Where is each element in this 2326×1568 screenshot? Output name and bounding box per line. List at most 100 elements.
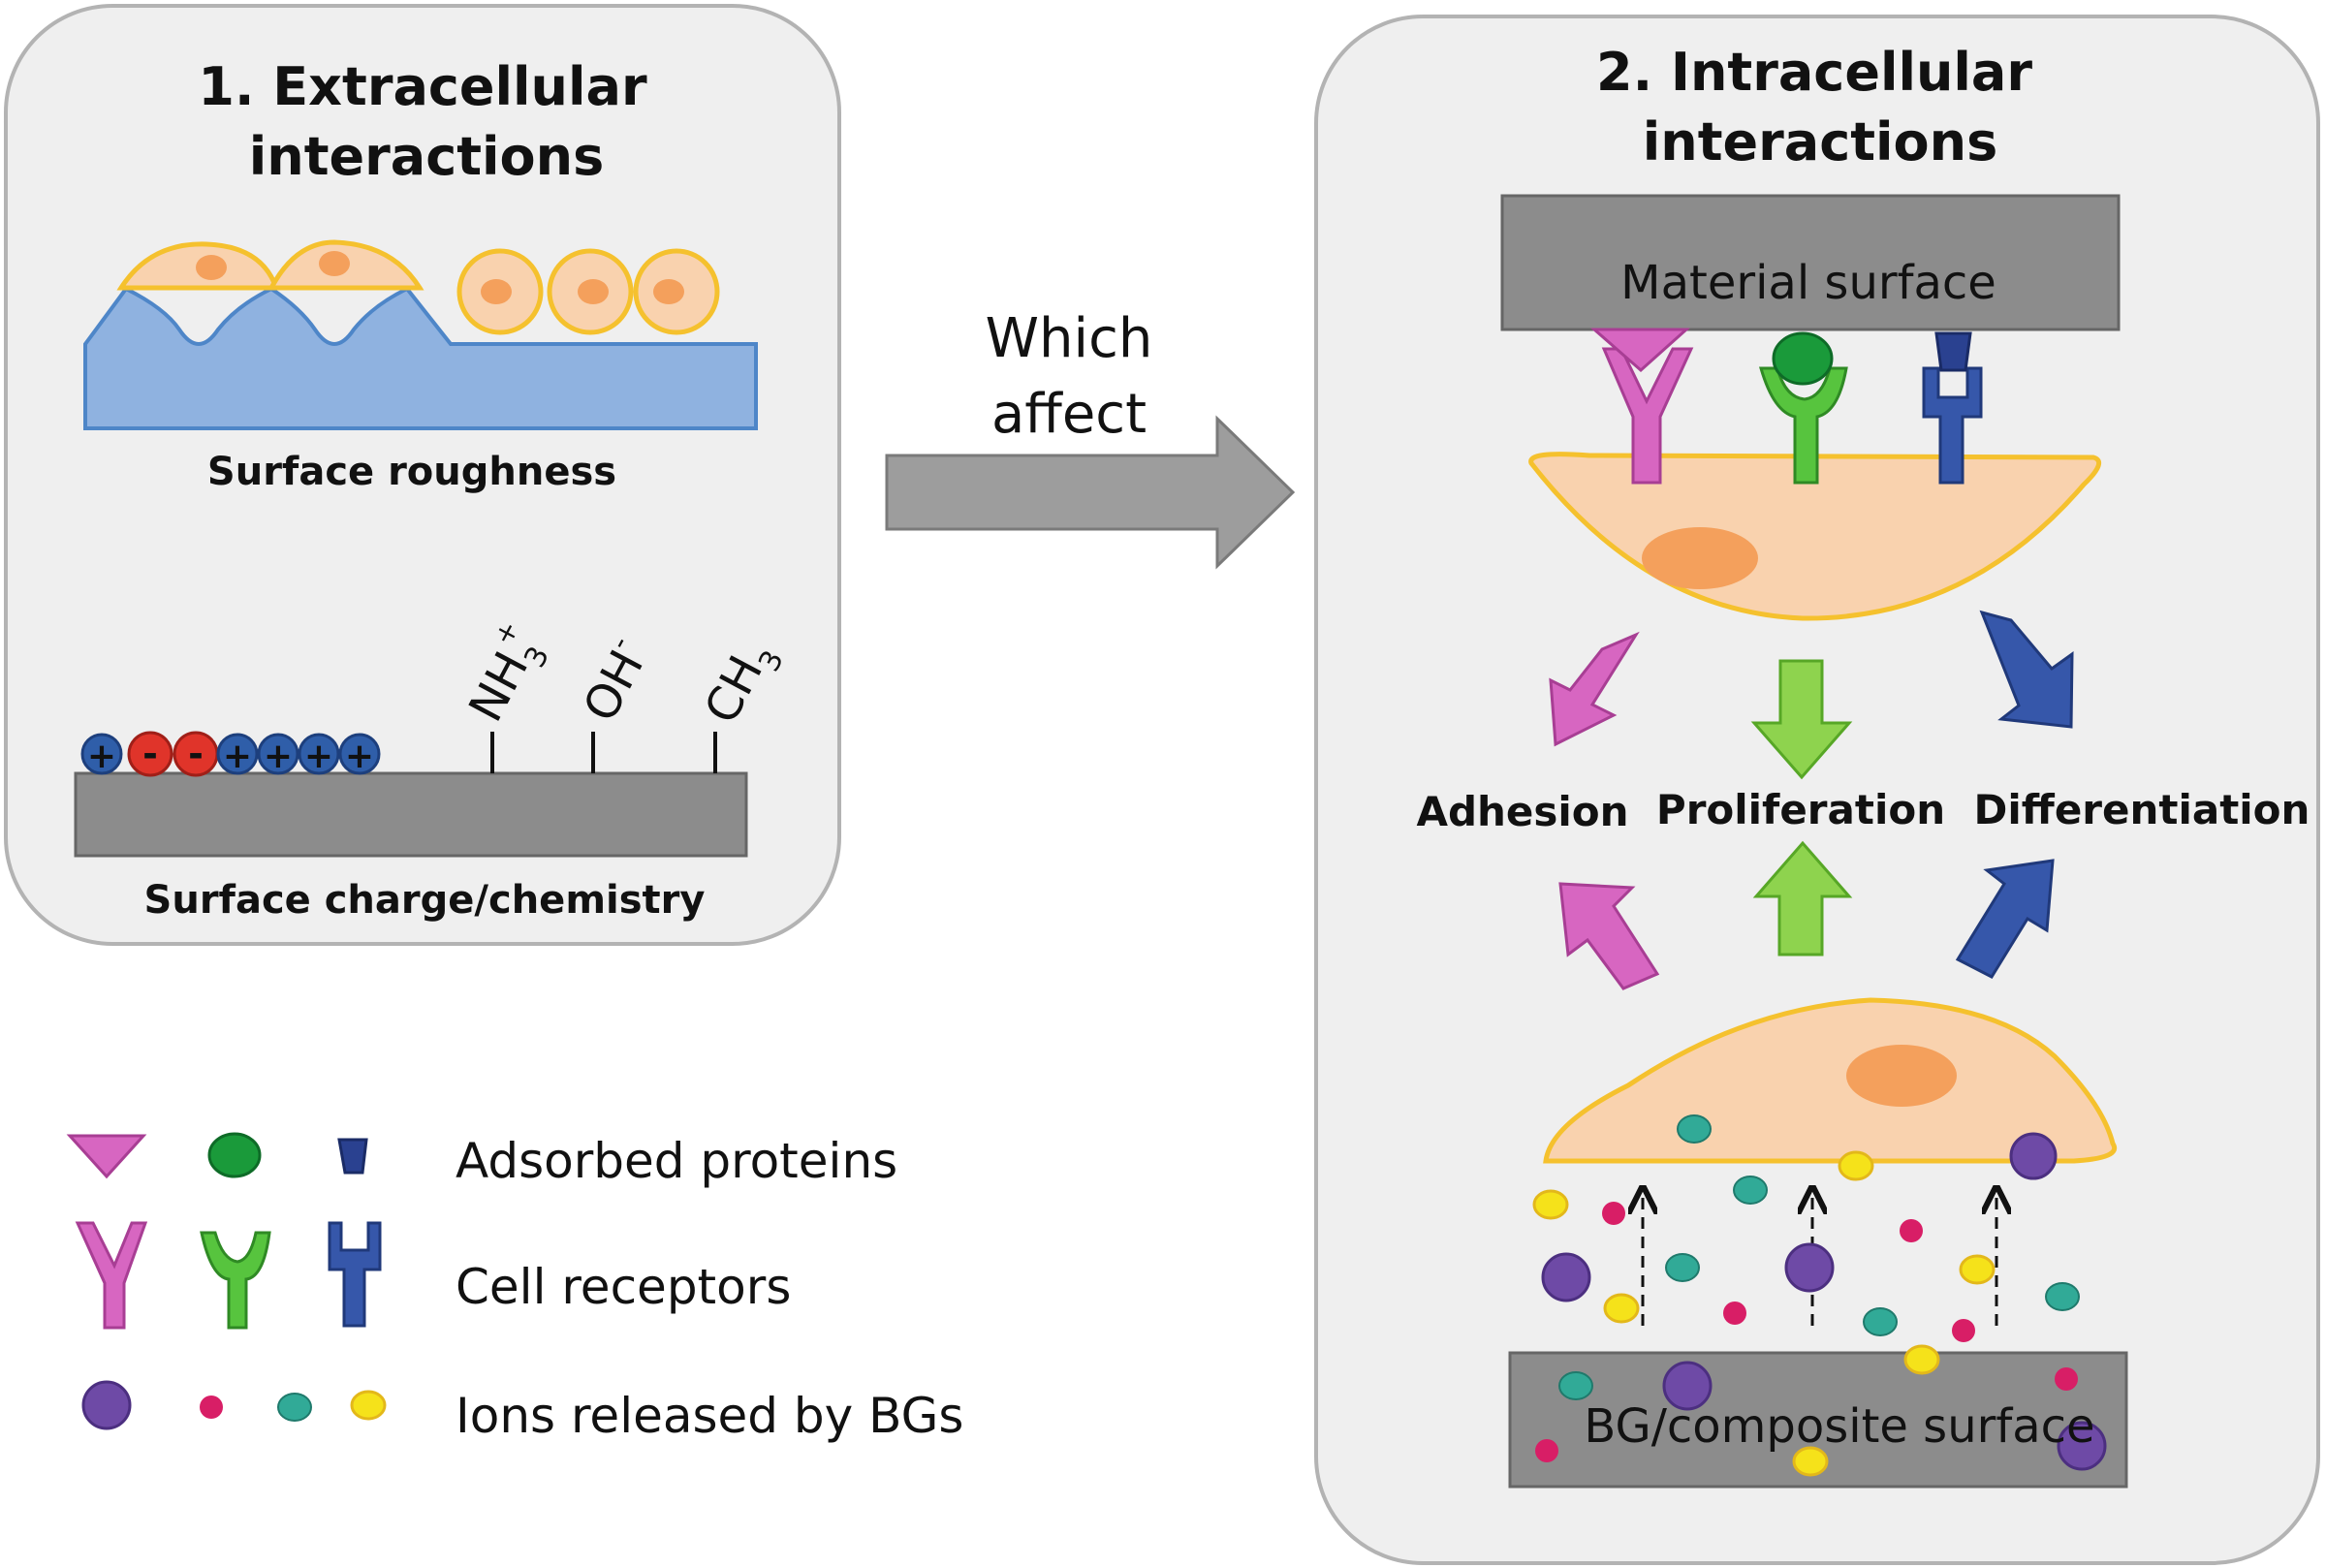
bg-surface-label: BG/composite surface xyxy=(1584,1399,2094,1454)
nucleus xyxy=(653,279,684,304)
svg-text:+: + xyxy=(304,737,333,776)
intracellular-panel: 2. Intracellular interactions Material s… xyxy=(1314,15,2320,1565)
green-protein-icon xyxy=(207,1132,262,1178)
svg-text:+: + xyxy=(223,737,252,776)
top-cell-nucleus xyxy=(1642,527,1758,589)
legend-row-receptors: Cell receptors xyxy=(75,1221,791,1330)
proliferation-arrow-top xyxy=(1750,659,1853,780)
intracellular-title-line1: 2. Intracellular xyxy=(1596,42,2032,103)
ion-magenta xyxy=(1952,1319,1975,1342)
legend-row-ions: Ions released by BGs xyxy=(81,1380,963,1444)
green-receptor-icon xyxy=(200,1231,271,1330)
connector: Which affect xyxy=(885,307,1296,570)
ion-yellow xyxy=(1903,1344,1940,1375)
ion-purple xyxy=(1662,1361,1713,1411)
green-receptor xyxy=(1759,331,1848,485)
blue-receptor-icon xyxy=(328,1221,382,1328)
blue-protein xyxy=(1934,331,1972,372)
ion-purple xyxy=(1541,1252,1591,1302)
outcome-adhesion: Adhesion xyxy=(1416,788,1628,835)
legend-proteins-label: Adsorbed proteins xyxy=(456,1133,897,1189)
ion-purple xyxy=(1784,1242,1835,1293)
ion-purple xyxy=(2057,1421,2107,1471)
blue-protein-icon xyxy=(337,1138,368,1175)
round-cell-3 xyxy=(633,248,720,335)
nucleus xyxy=(196,255,227,280)
differentiation-arrow-bottom xyxy=(1955,859,2055,979)
ion-magenta xyxy=(2055,1367,2078,1391)
ion-teal xyxy=(1558,1371,1593,1400)
adhesion-arrow-bottom xyxy=(1558,882,1660,990)
pink-receptor xyxy=(1590,328,1694,485)
ion-magenta xyxy=(1723,1301,1746,1325)
right-arrow xyxy=(885,415,1296,570)
bottom-cell-nucleus xyxy=(1846,1045,1957,1107)
outcome-proliferation: Proliferation xyxy=(1656,786,1945,833)
ion-teal xyxy=(2045,1282,2080,1311)
ion-teal xyxy=(1677,1114,1712,1144)
connector-text-line2: affect xyxy=(991,383,1147,446)
surface-roughness-label: Surface roughness xyxy=(207,450,616,494)
intracellular-panel-box xyxy=(1314,15,2320,1565)
ion-yellow xyxy=(1603,1293,1640,1324)
ion-yellow xyxy=(1959,1254,1996,1285)
outcome-differentiation: Differentiation xyxy=(1974,786,2310,833)
charged-substrate xyxy=(74,771,748,858)
legend-receptors-label: Cell receptors xyxy=(456,1259,791,1315)
ion-magenta xyxy=(1602,1202,1625,1225)
material-surface-label: Material surface xyxy=(1620,256,1996,310)
surface-charges: + - - + + + + xyxy=(80,731,381,777)
ion-yellow xyxy=(1838,1150,1874,1181)
extracellular-panel-box xyxy=(4,4,841,946)
nucleus xyxy=(578,279,609,304)
extracellular-title-line2: interactions xyxy=(249,126,604,187)
extracellular-title-line1: 1. Extracellular xyxy=(198,56,647,117)
svg-text:-: - xyxy=(188,733,204,775)
nucleus xyxy=(319,251,350,276)
negative-charge: - xyxy=(173,731,219,777)
positive-charge: + xyxy=(80,733,123,776)
proliferation-arrow-bottom xyxy=(1752,840,1853,956)
purple-ion-icon xyxy=(81,1380,132,1430)
positive-charge: + xyxy=(298,733,340,776)
green-protein xyxy=(1772,331,1834,386)
round-cell-2 xyxy=(547,248,634,335)
teal-ion-icon xyxy=(277,1393,312,1422)
spread-cell-2 xyxy=(267,239,424,291)
legend-row-proteins: Adsorbed proteins xyxy=(66,1132,897,1189)
positive-charge: + xyxy=(338,733,381,776)
surface-chemistry-label: Surface charge/chemistry xyxy=(144,878,706,923)
intracellular-title-line2: interactions xyxy=(1643,111,1997,172)
ion-teal xyxy=(1733,1176,1768,1205)
ion-teal xyxy=(1863,1307,1898,1336)
legend-ions-label: Ions released by BGs xyxy=(456,1388,963,1444)
positive-charge: + xyxy=(216,733,259,776)
extracellular-panel: 1. Extracellular interactions Surface ro… xyxy=(4,4,841,946)
svg-text:+: + xyxy=(264,737,293,776)
magenta-ion-icon xyxy=(200,1396,223,1419)
pink-protein xyxy=(1590,328,1690,373)
adhesion-arrow-top xyxy=(1549,631,1640,747)
nucleus xyxy=(481,279,512,304)
round-cell-1 xyxy=(456,248,544,335)
pink-protein-icon xyxy=(66,1134,147,1179)
svg-text:+: + xyxy=(345,737,374,776)
negative-charge: - xyxy=(127,731,173,777)
positive-charge: + xyxy=(257,733,299,776)
ion-purple xyxy=(2009,1132,2058,1180)
blue-receptor xyxy=(1922,331,1983,485)
yellow-ion-icon xyxy=(350,1390,387,1421)
ion-teal xyxy=(1665,1253,1700,1282)
ion-magenta xyxy=(1900,1219,1923,1242)
connector-text-line1: Which xyxy=(986,307,1153,370)
differentiation-arrow-top xyxy=(1979,610,2074,729)
rough-substrate xyxy=(83,286,758,430)
ion-yellow xyxy=(1532,1189,1569,1220)
svg-text:+: + xyxy=(87,737,116,776)
svg-text:-: - xyxy=(142,733,158,775)
released-ions xyxy=(1532,1114,2107,1477)
ion-magenta xyxy=(1535,1439,1558,1462)
legend: Adsorbed proteins Cell receptors Ions re… xyxy=(66,1132,963,1444)
pink-receptor-icon xyxy=(75,1221,148,1330)
